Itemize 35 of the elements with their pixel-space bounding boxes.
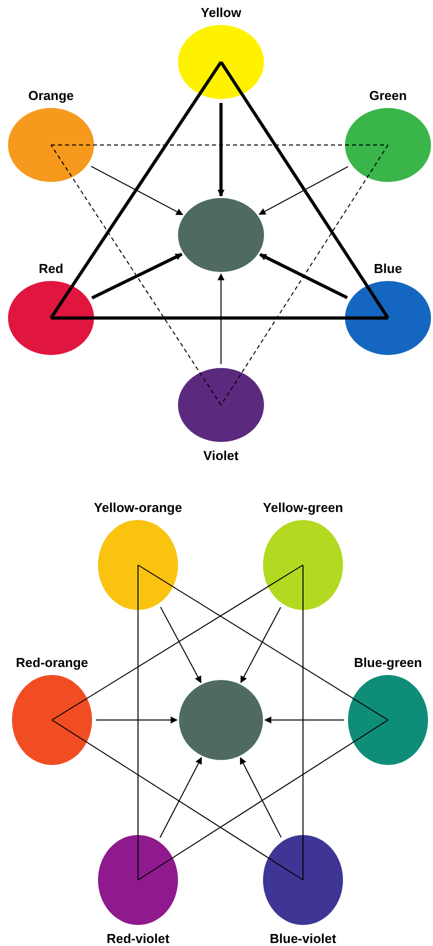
arrow	[240, 757, 282, 838]
color-name: Orange	[28, 88, 74, 104]
arrow	[218, 273, 224, 364]
color-name: Blue-violet	[270, 931, 336, 946]
color-name: Red	[38, 261, 64, 277]
connecting-line	[138, 564, 388, 720]
color-name: Yellow-green	[262, 500, 344, 516]
connecting-line	[302, 564, 304, 880]
arrow	[90, 166, 184, 216]
arrow	[160, 757, 202, 838]
color-name: Red-orange	[16, 655, 88, 671]
color-name: Violet	[203, 448, 239, 464]
color-name: Yellow	[200, 5, 242, 21]
connecting-line	[138, 720, 388, 880]
arrow	[259, 252, 348, 300]
arrow	[240, 606, 282, 684]
color-name: Yellow-orange	[94, 500, 182, 516]
connecting-line	[220, 61, 390, 319]
color-name: Blue-green	[354, 655, 422, 671]
connecting-line	[50, 144, 388, 146]
arrow	[264, 716, 344, 724]
color-name: Blue	[374, 261, 402, 277]
connecting-line	[50, 61, 222, 319]
connecting-line	[50, 144, 222, 406]
connecting-line	[52, 564, 304, 720]
arrow	[258, 166, 349, 215]
color-name: Green	[369, 88, 407, 104]
color-name: Red-violet	[106, 931, 170, 946]
arrow	[218, 103, 224, 197]
connecting-line	[220, 144, 388, 406]
arrow	[96, 716, 178, 724]
arrow	[160, 606, 202, 684]
connecting-line	[51, 316, 388, 320]
arrow	[91, 252, 182, 300]
connecting-line	[52, 720, 304, 880]
